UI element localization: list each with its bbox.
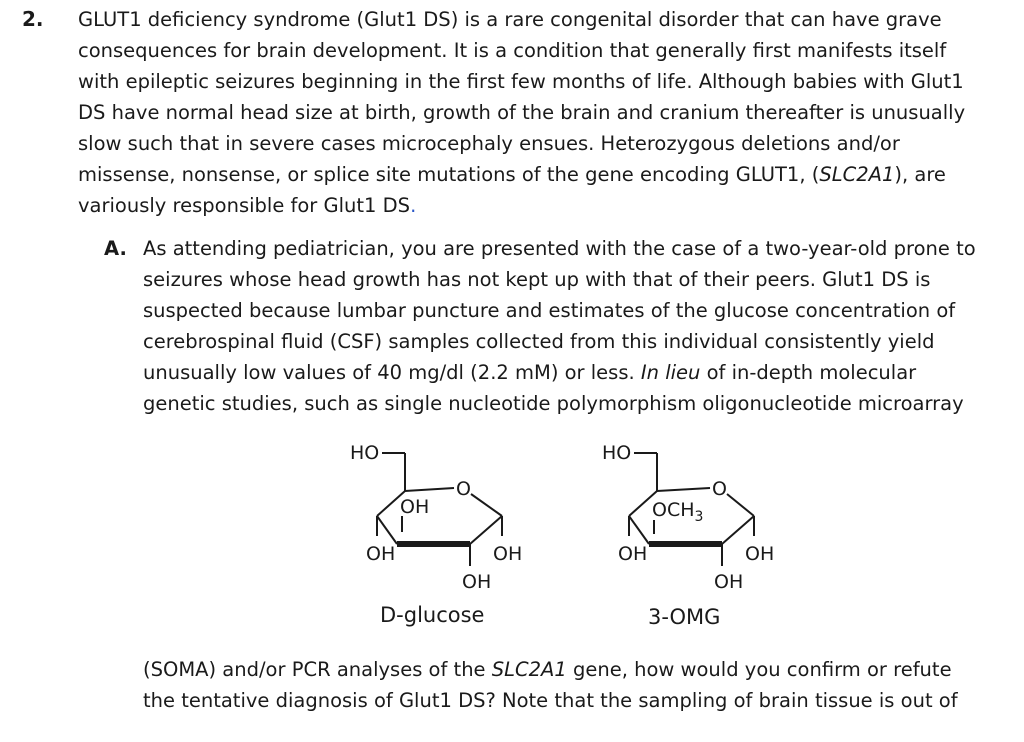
intro-line-2: consequences for brain development. It i… bbox=[78, 39, 947, 62]
intro-line-6-pre: missense, nonsense, or splice site mutat… bbox=[78, 163, 820, 186]
omg-c2-oh: OH bbox=[714, 571, 743, 593]
intro-line-5: slow such that in severe cases microceph… bbox=[78, 132, 900, 155]
omg-ho-top: HO bbox=[602, 442, 631, 464]
part-a-after-line-1-post: gene, how would you confirm or refute bbox=[566, 658, 952, 681]
intro-line-3: with epileptic seizures beginning in the… bbox=[78, 70, 964, 93]
part-a-line-5-pre: unusually low values of 40 mg/dl (2.2 mM… bbox=[143, 361, 641, 384]
question-number: 2. bbox=[22, 7, 44, 31]
part-a-after-line-2: the tentative diagnosis of Glut1 DS? Not… bbox=[143, 689, 958, 712]
part-a-line-3: suspected because lumbar puncture and es… bbox=[143, 299, 956, 322]
part-a-line-2: seizures whose head growth has not kept … bbox=[143, 268, 931, 291]
glucose-c2-oh: OH bbox=[462, 571, 491, 593]
intro-line-6: missense, nonsense, or splice site mutat… bbox=[78, 159, 1018, 190]
glucose-c4-oh: OH bbox=[366, 543, 395, 565]
intro-line-4: DS have normal head size at birth, growt… bbox=[78, 101, 966, 124]
question-intro: GLUT1 deficiency syndrome (Glut1 DS) is … bbox=[78, 4, 1018, 221]
glucose-ho-top: HO bbox=[350, 442, 379, 464]
glucose-c3-oh: OH bbox=[400, 496, 429, 518]
omg-structure: HO O OCH3 OH OH OH 3-OMG bbox=[602, 442, 774, 629]
part-a-after-line-1-pre: (SOMA) and/or PCR analyses of the bbox=[143, 658, 492, 681]
in-lieu-italic: In lieu bbox=[640, 361, 701, 384]
gene-name-italic: SLC2A1 bbox=[819, 163, 895, 186]
intro-line-1: GLUT1 deficiency syndrome (Glut1 DS) is … bbox=[78, 8, 942, 31]
glucose-c1-oh: OH bbox=[493, 543, 522, 565]
intro-line-7: variously responsible for Glut1 DS. bbox=[78, 190, 1018, 221]
omg-c3-methoxy: OCH3 bbox=[652, 499, 703, 525]
omg-c1-oh: OH bbox=[745, 543, 774, 565]
omg-c4-oh: OH bbox=[618, 543, 647, 565]
d-glucose-structure: HO O OH OH OH OH D-glucose bbox=[350, 442, 522, 627]
glucose-caption: D-glucose bbox=[380, 603, 484, 627]
omg-c3-subscript: 3 bbox=[695, 509, 704, 525]
part-a-line-1: As attending pediatrician, you are prese… bbox=[143, 237, 976, 260]
part-a-after-line-1: (SOMA) and/or PCR analyses of the SLC2A1… bbox=[143, 654, 1021, 685]
part-a-label: A. bbox=[104, 237, 127, 260]
omg-ring-oxygen: O bbox=[712, 478, 727, 500]
part-a-line-5: unusually low values of 40 mg/dl (2.2 mM… bbox=[143, 357, 1021, 388]
part-a-line-5-post: of in-depth molecular bbox=[700, 361, 917, 384]
glucose-ring-oxygen: O bbox=[456, 478, 471, 500]
part-a-continuation: (SOMA) and/or PCR analyses of the SLC2A1… bbox=[143, 654, 1021, 716]
intro-line-6-post: ), are bbox=[894, 163, 946, 186]
part-a-text: As attending pediatrician, you are prese… bbox=[143, 233, 1021, 419]
part-a-line-6: genetic studies, such as single nucleoti… bbox=[143, 392, 964, 415]
omg-caption: 3-OMG bbox=[648, 605, 720, 629]
omg-c3-och: OCH bbox=[652, 499, 695, 521]
intro-line-7-period: . bbox=[410, 194, 417, 217]
part-a-line-4: cerebrospinal fluid (CSF) samples collec… bbox=[143, 330, 935, 353]
intro-line-7-text: variously responsible for Glut1 DS bbox=[78, 194, 411, 217]
glucose-structures-figure: HO O OH OH OH OH D-glucose HO O bbox=[350, 442, 774, 629]
gene-name-italic-2: SLC2A1 bbox=[491, 658, 567, 681]
